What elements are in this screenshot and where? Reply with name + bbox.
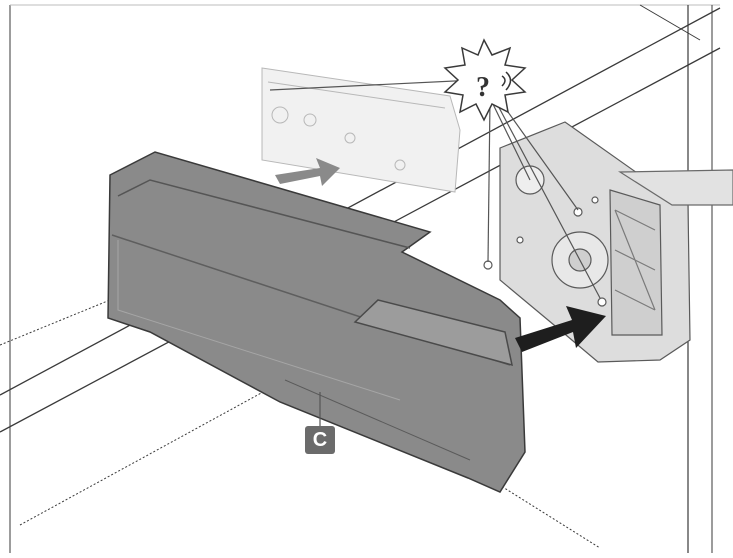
rear-mechanism-ghost (261, 67, 461, 193)
starburst-icon: ? (443, 38, 527, 122)
callout-label-c: C (305, 426, 335, 454)
callout-leader-lines (269, 79, 601, 299)
arrow-icon (275, 158, 606, 352)
lift-mechanism (483, 121, 733, 363)
ear-sound-icon (501, 71, 512, 91)
hinge-cover (107, 151, 526, 493)
question-mark-icon: ? (476, 72, 490, 103)
